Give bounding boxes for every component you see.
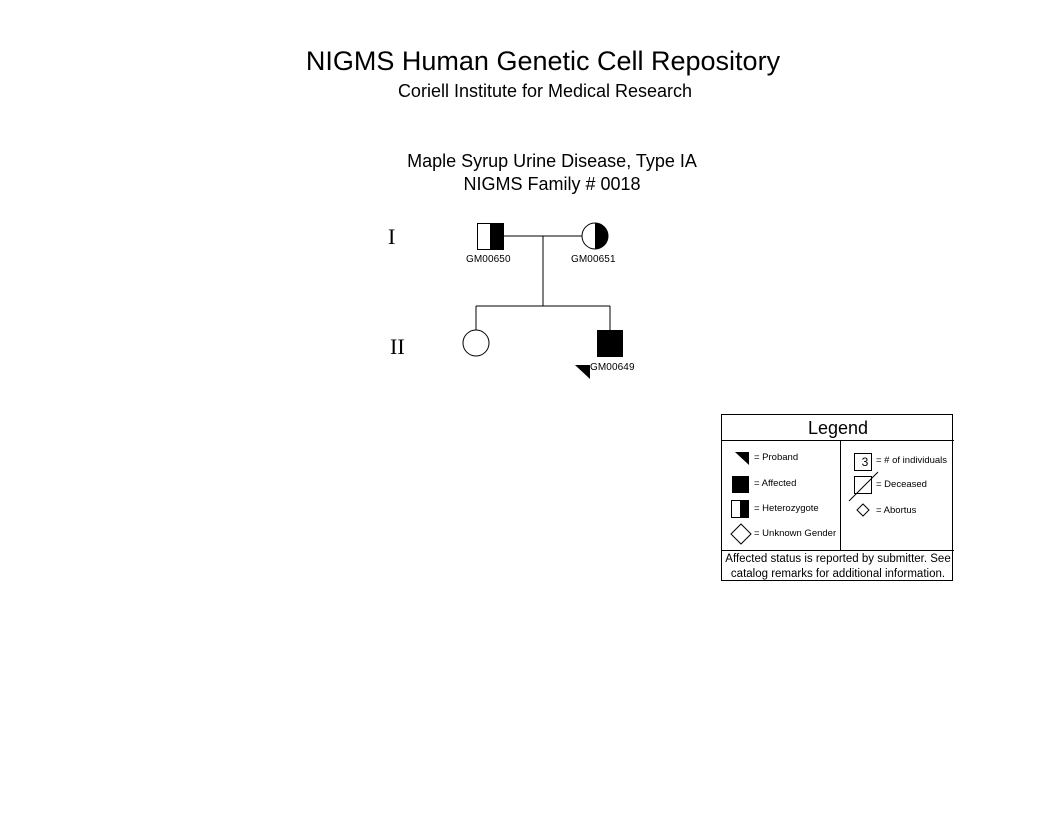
page-subtitle: Coriell Institute for Medical Research: [397, 81, 693, 101]
legend-count-label: = # of individuals: [876, 455, 948, 466]
legend-footnote: Affected status is reported by submitter…: [725, 553, 951, 580]
legend-deceased-icon: [848, 471, 879, 502]
legend-footer-divider: [722, 550, 954, 551]
legend-abortus-icon: [856, 503, 870, 517]
family-number: NIGMS Family # 0018: [463, 174, 641, 194]
individual-ii1-symbol: [462, 329, 490, 357]
individual-label-gm00650: GM00650: [466, 254, 511, 265]
legend-affected-icon: [732, 476, 749, 493]
legend-affected-label: = Affected: [754, 478, 797, 489]
generation-label-ii: II: [390, 334, 405, 359]
legend-deceased-label: = Deceased: [876, 479, 927, 490]
legend-symbols: [730, 452, 879, 545]
generation-label-i: I: [388, 224, 396, 249]
individual-gm00651-symbol: [581, 222, 609, 250]
proband-arrow-icon: [575, 365, 590, 379]
legend-box: Legend 3 = Proband = Affected = Heterozy…: [721, 414, 954, 581]
individual-label-gm00651: GM00651: [571, 254, 616, 265]
legend-title: Legend: [722, 415, 954, 441]
legend-proband-icon: [735, 452, 749, 465]
legend-unknown-gender-icon: [730, 523, 752, 545]
legend-count-number: 3: [861, 455, 869, 469]
legend-proband-label: = Proband: [754, 452, 799, 463]
individual-gm00649-symbol: [597, 330, 623, 357]
legend-abortus-label: = Abortus: [876, 505, 917, 516]
individual-label-gm00649: GM00649: [590, 362, 635, 373]
legend-heterozygote-icon: [731, 500, 749, 518]
individual-gm00650-symbol: [477, 223, 504, 250]
legend-heterozygote-label: = Heterozygote: [754, 503, 819, 514]
legend-divider: [840, 441, 841, 551]
legend-count-box: [854, 453, 872, 471]
page-title: NIGMS Human Genetic Cell Repository: [305, 46, 781, 76]
legend-unknown-gender-label: = Unknown Gender: [754, 528, 837, 539]
disease-title: Maple Syrup Urine Disease, Type IA: [407, 151, 697, 171]
